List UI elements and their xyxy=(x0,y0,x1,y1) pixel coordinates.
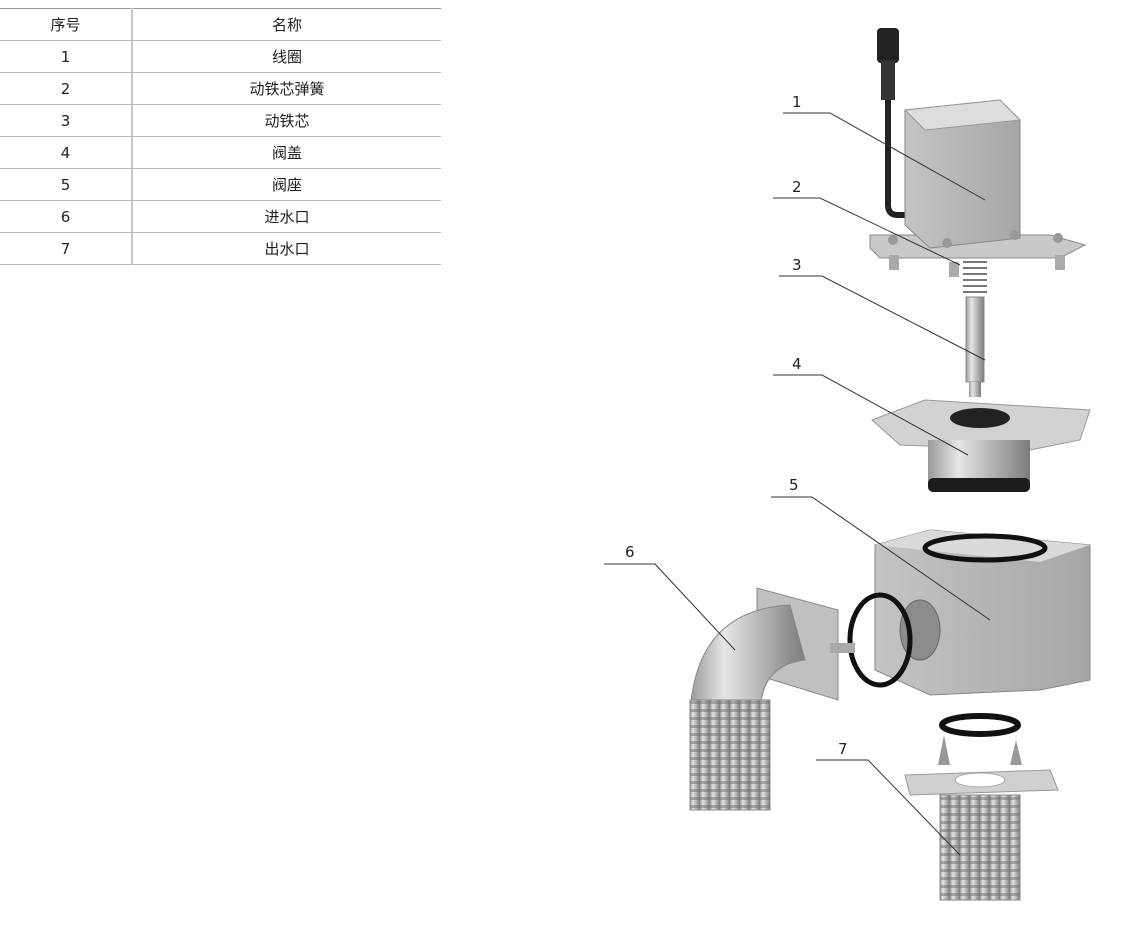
row-name: 动铁芯 xyxy=(132,104,441,137)
callout-7: 7 xyxy=(838,740,848,758)
outlet-part xyxy=(904,713,1059,901)
coil-part xyxy=(869,28,1087,277)
plunger-part xyxy=(965,296,985,397)
leader-lines xyxy=(604,112,991,856)
row-number: 1 xyxy=(0,40,133,73)
row-number: 3 xyxy=(0,104,133,137)
callout-3: 3 xyxy=(792,256,802,274)
table-header-row: 序号 名称 xyxy=(0,8,441,41)
row-name: 出水口 xyxy=(132,232,441,265)
callout-6: 6 xyxy=(625,543,635,561)
header-number: 序号 xyxy=(0,8,133,41)
callout-1: 1 xyxy=(792,93,802,111)
row-name: 线圈 xyxy=(132,40,441,73)
valve-body-part xyxy=(847,529,1091,696)
callout-4: 4 xyxy=(792,355,802,373)
callout-5: 5 xyxy=(789,476,799,494)
row-number: 7 xyxy=(0,232,133,265)
spring-part xyxy=(963,261,987,293)
inlet-part xyxy=(689,587,855,811)
row-name: 阀座 xyxy=(132,168,441,201)
bonnet-part xyxy=(871,399,1091,492)
callout-2: 2 xyxy=(792,178,802,196)
row-name: 动铁芯弹簧 xyxy=(132,72,441,105)
